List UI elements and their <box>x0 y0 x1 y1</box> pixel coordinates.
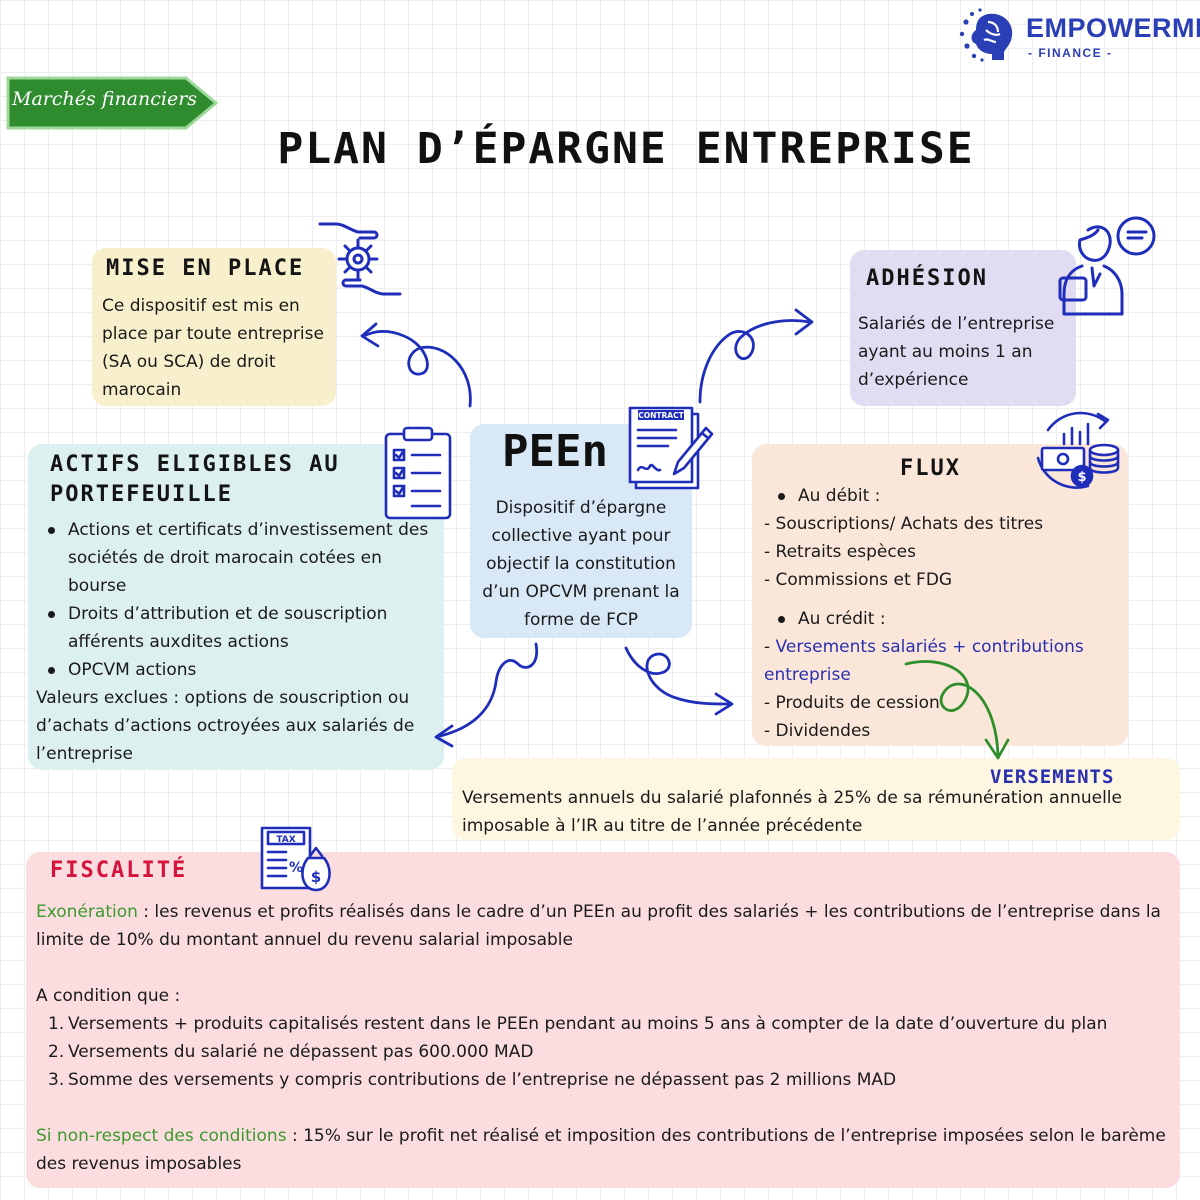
mise-en-place-title: MISE EN PLACE <box>106 256 305 281</box>
list-item: 1.Versements + produits capitalisés rest… <box>48 1014 1108 1034</box>
arrow-to-mise-en-place <box>362 330 472 408</box>
clipboard-checklist-icon <box>382 424 454 520</box>
flux-credit-highlight: Versements salariés + contributions entr… <box>764 637 1084 685</box>
brain-circuit-icon <box>958 8 1020 64</box>
flux-debit-label: Au débit : <box>766 482 1066 510</box>
category-tag-label: Marchés financiers <box>12 88 198 110</box>
flux-debit-list: - Souscriptions/ Achats des titres - Ret… <box>764 510 1124 594</box>
mise-en-place-text: Ce dispositif est mis en place par toute… <box>102 296 324 400</box>
list-item: 2.Versements du salarié ne dépassent pas… <box>48 1042 534 1062</box>
actifs-title-line1: ACTIFS ELIGIBLES AU <box>50 452 340 477</box>
tax-label: TAX <box>276 835 295 845</box>
flux-credit-label: Au crédit : <box>766 605 1066 633</box>
fiscalite-non-respect: Si non-respect des conditions : 15% sur … <box>36 1122 1166 1178</box>
brand-name: EMPOWERME <box>1026 13 1200 43</box>
list-item: Actions et certificats d’investissement … <box>36 516 444 600</box>
contract-pen-icon: CONTRACT <box>622 400 714 496</box>
flux-credit-label-list: Au crédit : <box>766 605 1066 633</box>
svg-text:$: $ <box>1077 470 1086 485</box>
tax-document-icon: TAX % $ <box>258 826 332 894</box>
list-item: 3.Somme des versements y compris contrib… <box>48 1070 897 1090</box>
actifs-card: ACTIFS ELIGIBLES AU PORTEFEUILLE Actions… <box>28 444 444 770</box>
list-item: OPCVM actions <box>36 656 444 684</box>
list-item: - Retraits espèces <box>764 542 916 562</box>
arrow-to-adhesion <box>698 319 812 404</box>
list-item: - Souscriptions/ Achats des titres <box>764 514 1044 534</box>
flux-credit-highlight-item: - Versements salariés + contributions en… <box>764 633 1116 689</box>
fiscalite-card: FISCALITÉ Exonération : les revenus et p… <box>26 852 1180 1188</box>
hands-gear-icon <box>314 218 406 300</box>
fiscalite-title: FISCALITÉ <box>50 858 188 883</box>
svg-text:$: $ <box>311 868 321 886</box>
fiscalite-condition-label: A condition que : <box>36 986 181 1006</box>
arrow-to-flux <box>624 646 732 706</box>
adhesion-card: ADHÉSION Salariés de l’entreprise ayant … <box>850 250 1076 406</box>
list-item: - Dividendes <box>764 721 871 741</box>
list-item: Droits d’attribution et de souscription … <box>36 600 444 656</box>
non-respect-label: Si non-respect des conditions <box>36 1126 287 1146</box>
list-item: - Produits de cession <box>764 693 940 713</box>
non-respect-text: : 15% sur le profit net réalisé et impos… <box>36 1126 1166 1174</box>
flux-credit-list: - Versements salariés + contributions en… <box>764 633 1116 745</box>
list-item: - Commissions et FDG <box>764 570 953 590</box>
peen-description: Dispositif d’épargne collective ayant po… <box>482 498 680 630</box>
actifs-list: Actions et certificats d’investissement … <box>36 516 444 684</box>
contract-label: CONTRACT <box>638 411 684 420</box>
fiscalite-exoneration: Exonération : les revenus et profits réa… <box>36 898 1176 954</box>
page-title: PLAN D’ÉPARGNE ENTREPRISE <box>277 124 975 174</box>
flux-title: FLUX <box>900 456 961 481</box>
versements-card: VERSEMENTS Versements annuels du salarié… <box>452 758 1180 840</box>
adhesion-title: ADHÉSION <box>866 266 988 291</box>
brand-logo: EMPOWERME - FINANCE - <box>958 8 1200 64</box>
finance-growth-icon: $ <box>1028 404 1124 490</box>
employee-chat-icon <box>1058 214 1164 318</box>
actifs-title-line2: PORTEFEUILLE <box>50 482 233 507</box>
versements-title: VERSEMENTS <box>990 766 1115 788</box>
exoneration-label: Exonération <box>36 902 138 922</box>
mise-en-place-card: MISE EN PLACE Ce dispositif est mis en p… <box>92 248 336 406</box>
fiscalite-conditions: 1.Versements + produits capitalisés rest… <box>36 1010 1176 1094</box>
adhesion-text: Salariés de l’entreprise ayant au moins … <box>858 314 1055 390</box>
actifs-excluded: Valeurs exclues : options de souscriptio… <box>36 688 415 764</box>
exoneration-text: : les revenus et profits réalisés dans l… <box>36 902 1161 950</box>
versements-text: Versements annuels du salarié plafonnés … <box>462 788 1122 836</box>
arrow-to-actifs <box>438 642 539 738</box>
category-tag: Marchés financiers <box>4 76 218 130</box>
flux-credit-dash: - <box>764 637 776 657</box>
brand-sub: - FINANCE - <box>1028 46 1113 60</box>
svg-text:%: % <box>289 860 303 876</box>
peen-title: PEEn <box>502 426 608 477</box>
flux-debit-label-list: Au débit : <box>766 482 1066 510</box>
